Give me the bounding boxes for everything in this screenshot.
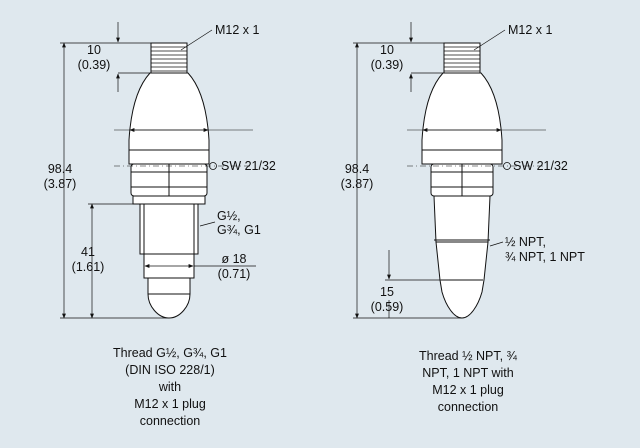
left-length-dim-in: (3.87) [43,177,77,191]
left-caption: Thread G½, G¾, G1 (DIN ISO 228/1) with M… [113,345,227,430]
left-plug-label: M12 x 1 [215,23,260,37]
right-top-dim-in: (0.39) [370,58,404,72]
left-collar [133,196,205,204]
left-diameter-dim-in: (0.71) [217,267,251,281]
right-upper-body [422,73,502,164]
right-top-dim: 10 [380,43,394,57]
left-wrench-symbol [209,162,217,170]
left-caption-line: M12 x 1 plug [134,397,206,411]
right-sensor [422,43,502,318]
left-diameter-dim: ø 18 [221,252,247,266]
left-sensor [129,43,209,318]
right-caption-line: Thread ½ NPT, ¾ [419,349,517,363]
left-plug-hatch [151,47,187,71]
right-tip-dim-in: (0.59) [370,300,404,314]
right-length-dim-in: (3.87) [340,177,374,191]
left-plug-thread [151,43,187,73]
right-plug-hatch [444,47,480,71]
left-caption-line: Thread G½, G¾, G1 [113,346,227,360]
right-thread-label-1: ½ NPT, [505,235,546,249]
left-caption-line: connection [139,414,201,428]
left-lower-dim-in: (1.61) [71,260,105,274]
left-caption-line: with [158,380,182,394]
left-thread [140,204,198,254]
right-caption-line: connection [437,400,499,414]
right-npt-thread [434,196,490,242]
left-lower-dim: 41 [81,245,95,259]
right-tip-dim: 15 [380,285,394,299]
right-length-dim: 98.4 [344,162,370,176]
left-top-dim: 10 [87,43,101,57]
right-caption-line: NPT, 1 NPT with [422,366,514,380]
right-wrench-label: SW 21/32 [513,159,568,173]
left-length-dim: 98.4 [47,162,73,176]
left-upper-body [129,73,209,164]
left-tip [148,278,190,318]
left-dimensions [60,22,256,319]
right-dimensions [353,22,505,319]
right-plug-label: M12 x 1 [508,23,553,37]
left-wrench-label: SW 21/32 [221,159,276,173]
left-thread-label-2: G¾, G1 [217,223,261,237]
left-caption-line: (DIN ISO 228/1) [125,363,215,377]
right-wrench-symbol [503,162,511,170]
left-top-dim-in: (0.39) [77,58,111,72]
left-thread-label-1: G½, [217,209,241,223]
right-plug-thread [444,43,480,73]
right-caption-line: M12 x 1 plug [432,383,504,397]
right-thread-label-2: ¾ NPT, 1 NPT [505,250,585,264]
right-caption: Thread ½ NPT, ¾ NPT, 1 NPT with M12 x 1 … [419,348,517,416]
